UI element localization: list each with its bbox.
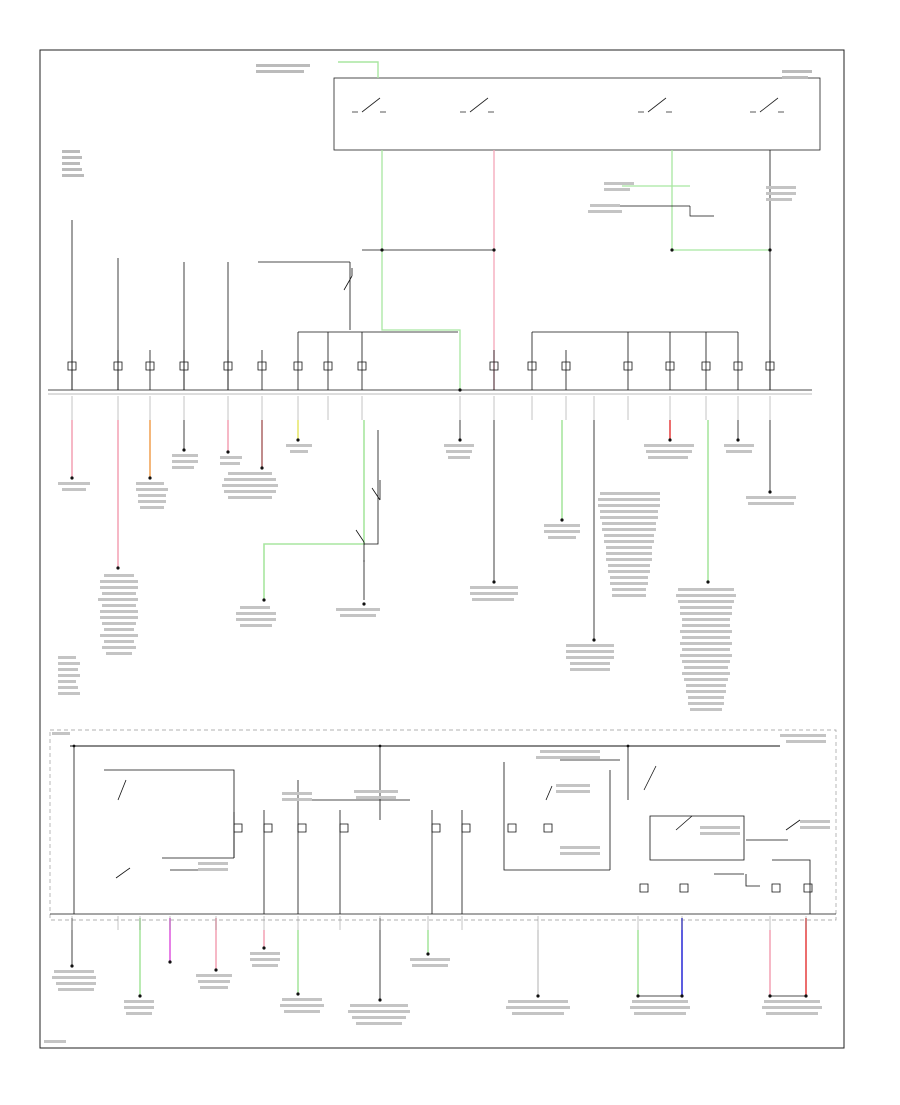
ignition-switch-box — [333, 61, 821, 151]
lower-colored-wires — [139, 918, 807, 996]
terminal-ticks — [71, 396, 807, 930]
upper-fine-print — [58, 182, 796, 711]
lower-connector-dots — [70, 744, 808, 1002]
upper-relay-switch — [343, 268, 381, 562]
upper-black-wires — [183, 420, 771, 640]
upper-left-feeds — [71, 220, 738, 390]
upper-connector-dots — [70, 248, 772, 642]
upper-fuses — [67, 332, 775, 390]
ignition-feed-wires — [381, 150, 771, 390]
upper-colored-wires — [71, 420, 709, 600]
diagram-frame — [39, 49, 845, 1049]
upper-fuse-bus — [48, 389, 812, 395]
lower-junction-box — [49, 729, 837, 921]
lower-fine-print — [44, 656, 830, 1043]
lower-fuses — [233, 823, 813, 893]
lower-internal-wiring — [73, 746, 811, 914]
top-labels — [62, 64, 812, 177]
